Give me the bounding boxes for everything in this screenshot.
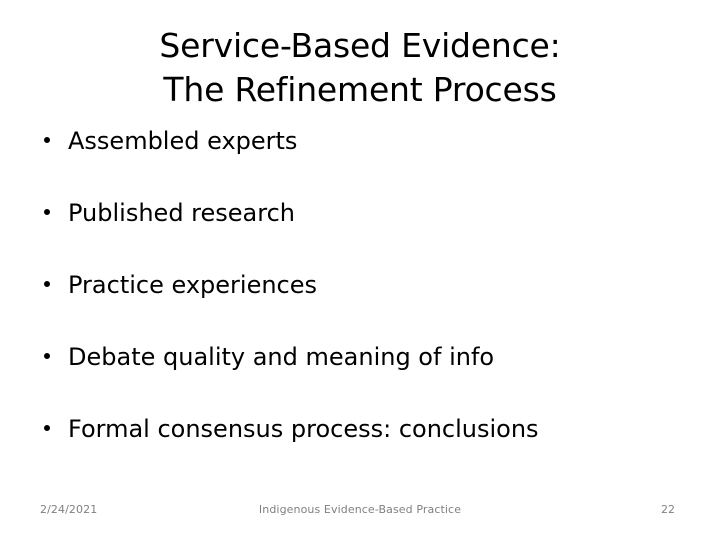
- footer-date: 2/24/2021: [40, 503, 98, 516]
- list-item: Published research: [36, 198, 686, 270]
- slide-footer: 2/24/2021 Indigenous Evidence-Based Prac…: [0, 503, 720, 527]
- bullet-dot-icon: [44, 137, 50, 143]
- bullet-dot-icon: [44, 353, 50, 359]
- list-item: Assembled experts: [36, 126, 686, 198]
- list-item-label: Practice experiences: [68, 271, 318, 299]
- bullet-list: Assembled experts Published research Pra…: [36, 126, 686, 486]
- list-item-label: Debate quality and meaning of info: [68, 343, 495, 371]
- list-item-label: Published research: [68, 199, 296, 227]
- footer-page-number: 22: [661, 503, 675, 516]
- list-item-label: Assembled experts: [68, 127, 298, 155]
- bullet-dot-icon: [44, 281, 50, 287]
- page-title: Service-Based Evidence: The Refinement P…: [36, 24, 684, 112]
- bullet-dot-icon: [44, 425, 50, 431]
- page-title-line-2: The Refinement Process: [163, 70, 557, 109]
- footer-title: Indigenous Evidence-Based Practice: [258, 503, 462, 516]
- page-title-line-1: Service-Based Evidence:: [159, 26, 561, 65]
- bullet-dot-icon: [44, 209, 50, 215]
- list-item: Practice experiences: [36, 270, 686, 342]
- list-item-label: Formal consensus process: conclusions: [68, 415, 539, 443]
- list-item: Formal consensus process: conclusions: [36, 414, 686, 486]
- list-item: Debate quality and meaning of info: [36, 342, 686, 414]
